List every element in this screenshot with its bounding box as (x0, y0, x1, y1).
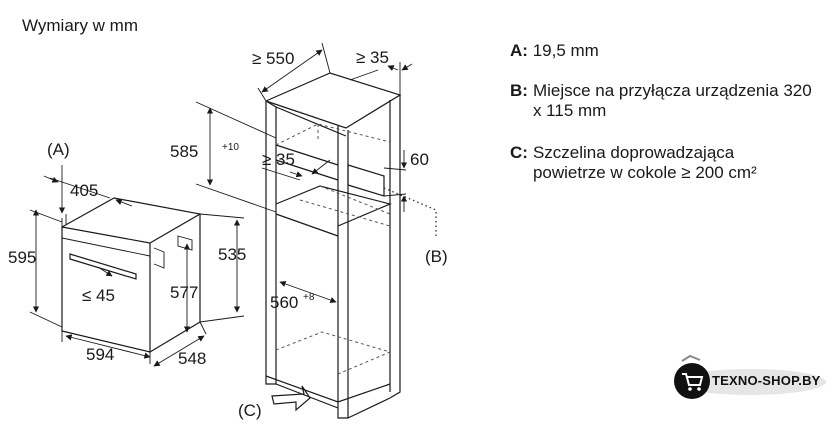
dim-side-gap: ≥ 35 (262, 150, 295, 169)
legend-text: 19,5 mm (532, 41, 599, 60)
oven-control-panel (61, 237, 151, 257)
legend-key: A: (510, 41, 528, 60)
oven-dimensions (29, 165, 245, 367)
label-b: (B) (425, 247, 448, 266)
dim-oven-depth: 548 (178, 349, 206, 368)
legend-item-a: A: 19,5 mm (510, 41, 830, 61)
label-c: (C) (238, 401, 262, 420)
legend-text: Szczelina doprowadzająca powietrze w cok… (532, 143, 757, 182)
oven-handle (69, 253, 137, 280)
dim-side-height: 535 (218, 245, 246, 264)
shopping-cart-icon (682, 373, 704, 391)
dim-inner-height: 577 (170, 283, 198, 302)
dim-oven-height: 595 (8, 248, 36, 267)
dim-niche-width: 560 (270, 293, 298, 312)
legend-text: Miejsce na przyłącza urządzenia 320 x 11… (532, 81, 812, 120)
oven-top (61, 197, 202, 244)
legend-item-b: B: Miejsce na przyłącza urządzenia 320 x… (510, 81, 830, 121)
oven-knob (153, 247, 165, 269)
oven-rear-block (177, 235, 193, 251)
dim-door-gap: ≤ 45 (82, 286, 115, 305)
shop-logo (674, 354, 826, 399)
dim-niche-height-tol: +10 (222, 142, 239, 153)
dim-niche-width-tol: +8 (303, 292, 315, 303)
dim-vent: 60 (410, 150, 429, 169)
dim-oven-width: 594 (86, 345, 114, 364)
label-a: (A) (47, 140, 70, 159)
vent-slot (347, 164, 385, 197)
diagram-title: Wymiary w mm (22, 16, 138, 35)
cabinet-dimensions (195, 42, 437, 412)
oven-drawing (61, 197, 202, 353)
oven-mounting-lip (61, 214, 67, 227)
dim-cabinet-depth: ≥ 550 (252, 49, 294, 68)
cabinet-drawing (265, 72, 402, 419)
legend-key: B: (510, 81, 528, 100)
legend-key: C: (510, 143, 528, 162)
shop-logo-text: TEXNO-SHOP.BY (712, 373, 821, 388)
dim-oven-depth-top: 405 (70, 181, 98, 200)
legend-item-c: C: Szczelina doprowadzająca powietrze w … (510, 143, 830, 183)
dim-back-gap: ≥ 35 (356, 48, 389, 67)
dim-niche-height: 585 (170, 142, 198, 161)
